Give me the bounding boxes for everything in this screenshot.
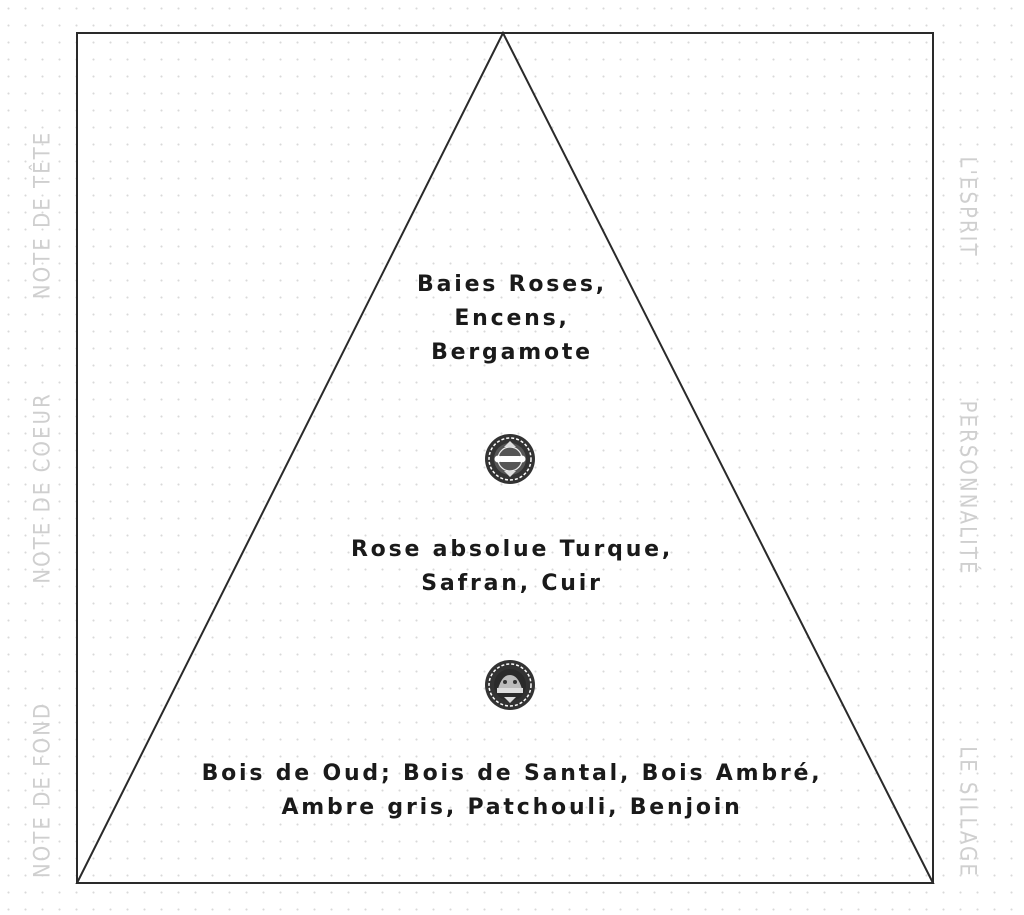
ornate-medallion-icon [485,434,535,484]
top-note-line-1: Baies Roses, [417,272,607,297]
heart-note-line-1: Rose absolue Turque, [350,537,674,562]
heart-note-line-2: Safran, Cuir [421,571,603,596]
pyramid-triangle [75,30,935,884]
base-note-line-1: Bois de Oud; Bois de Santal, Bois Ambré, [201,761,823,786]
heart-notes-text: Rose absolue Turque, Safran, Cuir [0,533,1024,601]
base-notes-text: Bois de Oud; Bois de Santal, Bois Ambré,… [0,757,1024,825]
top-note-line-2: Encens, [454,306,570,331]
top-notes-text: Baies Roses, Encens, Bergamote [0,268,1024,370]
base-note-line-2: Ambre gris, Patchouli, Benjoin [281,795,743,820]
top-note-line-3: Bergamote [431,340,593,365]
ornate-medallion-icon [485,660,535,710]
